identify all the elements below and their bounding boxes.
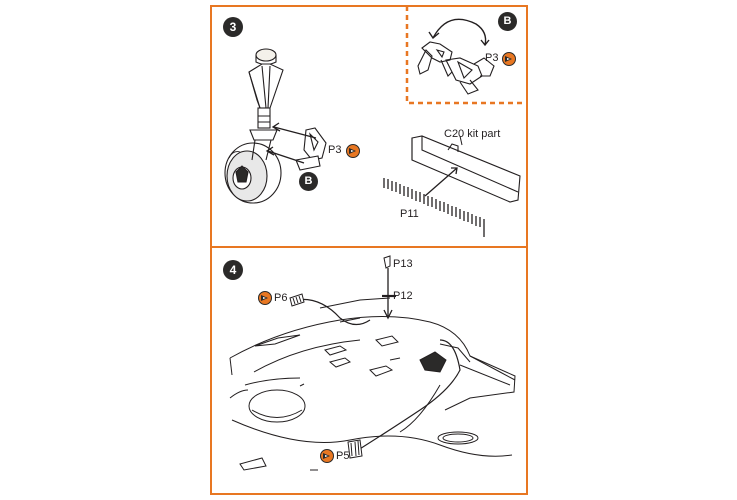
label-p6: P6 — [274, 292, 288, 304]
photo-etch-icon — [502, 52, 516, 66]
step-4-panel: 4 — [210, 246, 528, 495]
label-p3-main: P3 — [328, 144, 342, 156]
label-p12: P12 — [393, 290, 413, 302]
label-p3-detail: P3 — [485, 52, 499, 64]
detail-b-badge: B — [498, 12, 517, 31]
label-p13: P13 — [393, 258, 413, 270]
label-p11: P11 — [400, 208, 419, 220]
photo-etch-icon — [320, 449, 334, 463]
photo-etch-icon — [346, 144, 360, 158]
label-p5: P5 — [336, 450, 350, 462]
label-c20-kit-part: C20 kit part — [444, 128, 501, 140]
part-b-badge: B — [299, 172, 318, 191]
step-3-number: 3 — [223, 17, 243, 37]
step-4-number: 4 — [223, 260, 243, 280]
p11-etched-strip — [383, 178, 485, 237]
photo-etch-icon — [258, 291, 272, 305]
